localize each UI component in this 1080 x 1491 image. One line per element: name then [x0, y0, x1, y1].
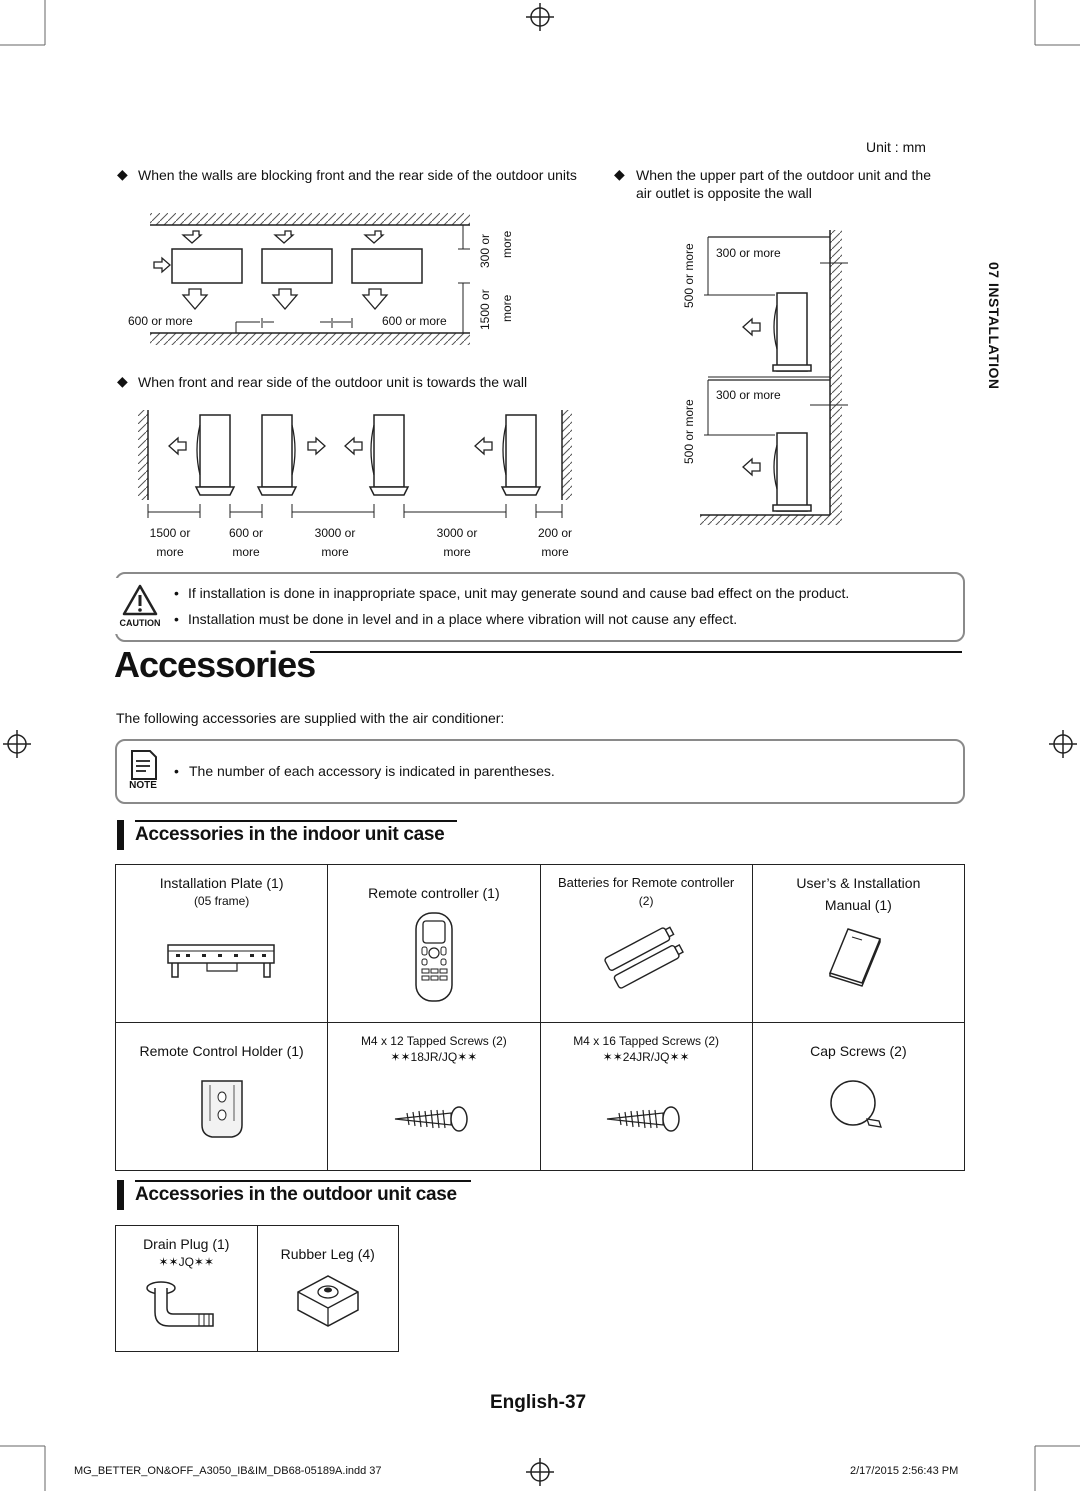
cap-screw-icon — [830, 1080, 883, 1128]
note-label: NOTE — [129, 780, 157, 791]
screw-icon — [607, 1106, 680, 1132]
cell-batteries: Batteries for Remote controller (2) — [539, 864, 753, 1023]
note-icon-wrap: NOTE — [118, 745, 168, 797]
remote-holder-icon — [200, 1080, 243, 1138]
indoor-accessories-table: Installation Plate (1) (05 frame) Remote… — [114, 864, 966, 1171]
drain-plug-icon — [146, 1281, 214, 1327]
section-rule-outdoor — [135, 1180, 471, 1182]
note-box — [115, 739, 965, 804]
section-bar-indoor — [117, 820, 124, 850]
batteries-icon — [604, 926, 685, 989]
side-tab-installation: 07 INSTALLATION — [986, 262, 1002, 390]
installation-plate-icon — [166, 944, 275, 978]
cell-m4x16-screws: M4 x 16 Tapped Screws (2) ✶✶24JR/JQ✶✶ — [539, 1022, 753, 1171]
cell-remote-control-holder: Remote Control Holder (1) — [114, 1022, 329, 1171]
section-title-outdoor: Accessories in the outdoor unit case — [135, 1184, 457, 1205]
warning-triangle-icon — [122, 584, 158, 616]
registration-mark-right — [1049, 730, 1077, 758]
diagram3-caption: When the upper part of the outdoor unit … — [636, 167, 931, 201]
page-heading: Accessories — [114, 644, 316, 685]
dim-bottom-300: 300 or more — [716, 388, 781, 402]
caution-item-2: Installation must be done in level and i… — [188, 611, 738, 627]
note-bullet-icon: • — [174, 763, 179, 779]
cell-remote-controller: Remote controller (1) — [327, 864, 541, 1023]
diagram-front-rear-towards-wall — [138, 410, 572, 518]
cell-manual: User’s & Installation Manual (1) — [751, 864, 966, 1023]
section-rule-indoor — [135, 820, 457, 822]
cell-m4x12-screws: M4 x 12 Tapped Screws (2) ✶✶18JR/JQ✶✶ — [327, 1022, 541, 1171]
remote-controller-icon — [415, 912, 453, 1002]
caution-icon-wrap: CAUTION — [112, 578, 168, 634]
manual-booklet-icon — [829, 928, 882, 987]
caution-item-1: If installation is done in inappropriate… — [188, 585, 850, 601]
dim-top-500-vertical: 500 or more — [682, 243, 696, 308]
cell-cap-screws: Cap Screws (2) — [751, 1022, 966, 1171]
diamond-bullet-icon: ◆ — [117, 373, 128, 389]
intro-text: The following accessories are supplied w… — [116, 710, 505, 726]
caution-bullet-icon: • — [174, 585, 179, 601]
registration-mark-top — [526, 3, 554, 31]
dim-300-vertical: 300 or — [478, 233, 492, 268]
diamond-bullet-icon: ◆ — [117, 166, 128, 182]
footer-file: MG_BETTER_ON&OFF_A3050_IB&IM_DB68-05189A… — [74, 1465, 382, 1477]
diagram1-caption: When the walls are blocking front and th… — [138, 167, 577, 183]
page-number: English-37 — [490, 1392, 587, 1413]
section-title-indoor: Accessories in the indoor unit case — [135, 824, 445, 845]
heading-rule — [310, 651, 962, 653]
screw-icon — [394, 1106, 468, 1132]
section-bar-outdoor — [117, 1180, 124, 1210]
dim-1500-vertical: 1500 or — [478, 289, 492, 330]
cell-installation-plate: Installation Plate (1) (05 frame) — [114, 864, 329, 1023]
diagram-upper-part-opposite-wall — [700, 230, 848, 525]
registration-mark-left — [3, 730, 31, 758]
caution-box — [115, 572, 965, 642]
diamond-bullet-icon: ◆ — [614, 166, 625, 182]
dim-left-600: 600 or more — [128, 314, 193, 328]
dim-bottom-500-vertical: 500 or more — [682, 399, 696, 464]
note-item: The number of each accessory is indicate… — [189, 763, 555, 779]
unit-label: Unit : mm — [866, 139, 926, 155]
caution-label: CAUTION — [119, 618, 161, 628]
rubber-leg-icon — [297, 1275, 359, 1327]
note-pad-icon — [131, 750, 157, 780]
cell-drain-plug: Drain Plug (1) ✶✶JQ✶✶ — [115, 1225, 258, 1352]
diagram-walls-front-rear — [150, 213, 470, 345]
footer-date: 2/17/2015 2:56:43 PM — [850, 1465, 959, 1477]
registration-mark-bottom — [526, 1458, 554, 1486]
outdoor-accessories-table: Drain Plug (1) ✶✶JQ✶✶ Rubber Leg (4) — [115, 1225, 399, 1352]
cell-rubber-leg: Rubber Leg (4) — [256, 1225, 399, 1352]
dim-300-more-vertical: more — [500, 230, 514, 258]
dim-1500-more-vertical: more — [500, 294, 514, 322]
caution-bullet-icon: • — [174, 611, 179, 627]
diagram2-caption: When front and rear side of the outdoor … — [138, 374, 528, 390]
dim-top-300: 300 or more — [716, 246, 781, 260]
dim-right-600: 600 or more — [382, 314, 447, 328]
